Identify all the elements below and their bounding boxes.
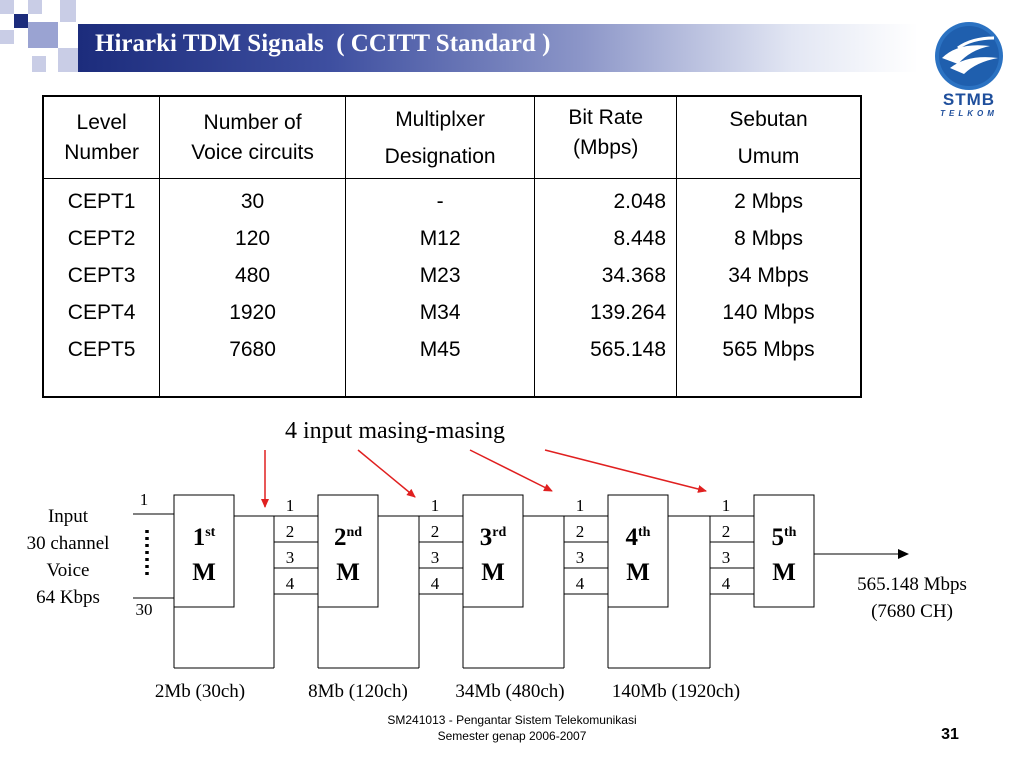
mux-label: 3rd — [480, 524, 507, 551]
annotation-arrow — [357, 449, 416, 498]
footer-course: SM241013 - Pengantar Sistem Telekomunika… — [387, 713, 637, 727]
footer-semester: Semester genap 2006-2007 — [437, 729, 587, 743]
header-voice-circuits: Number of Voice circuits — [159, 96, 346, 179]
mux-order-suffix: th — [638, 525, 651, 540]
mux-label: 4th — [626, 524, 651, 551]
header-sebutan-umum: Sebutan Umum — [676, 96, 862, 179]
mux-input-number: 2 — [576, 522, 585, 541]
column-bit-rate: 2.048 8.448 34.368 139.264 565.148 — [534, 178, 678, 397]
column-level: CEPT1 CEPT2 CEPT3 CEPT4 CEPT5 — [42, 178, 161, 397]
page-number: 31 — [941, 726, 959, 743]
mux-input-number: 2 — [722, 522, 731, 541]
mux-letter: M — [626, 559, 650, 586]
mux-input-number: 4 — [722, 574, 731, 593]
mux-order: 1 — [193, 524, 206, 551]
logo-name: STMB — [942, 90, 996, 109]
tdm-hierarchy-table: Level Number Number of Voice circuits Mu… — [42, 95, 862, 398]
mux-order: 3 — [480, 524, 493, 551]
input-description-line: Voice — [47, 560, 90, 581]
column-sebutan: 2 Mbps 8 Mbps 34 Mbps 140 Mbps 565 Mbps — [676, 178, 862, 397]
decor-square — [60, 0, 76, 22]
mux-order-suffix: nd — [346, 525, 362, 540]
mux-box — [607, 494, 669, 608]
header-multiplexer: Multiplxer Designation — [344, 96, 536, 179]
mux-input-number: 1 — [286, 496, 295, 515]
column-voice-circuits: 30 120 480 1920 7680 — [159, 178, 346, 397]
mux-order-suffix: st — [205, 525, 215, 540]
decor-square — [14, 0, 28, 14]
slide-footer: SM241013 - Pengantar Sistem Telekomunika… — [320, 712, 704, 744]
slide-title: Hirarki TDM Signals ( CCITT Standard ) — [95, 30, 551, 57]
mux-box — [462, 494, 524, 608]
header-bit-rate: Bit Rate (Mbps) — [534, 96, 678, 179]
input-label-last: 30 — [136, 600, 153, 619]
mux-letter: M — [772, 559, 796, 586]
tap-rate-label: 8Mb (120ch) — [308, 681, 408, 702]
mux-input-number: 1 — [576, 496, 585, 515]
mux-order: 4 — [626, 524, 639, 551]
tap-rate-label: 140Mb (1920ch) — [612, 681, 740, 702]
mux-box — [317, 494, 379, 608]
mux-input-number: 3 — [722, 548, 731, 567]
mux-box — [753, 494, 815, 608]
decor-square — [32, 56, 46, 72]
decor-square — [58, 48, 78, 72]
column-multiplexer: - M12 M23 M34 M45 — [344, 178, 536, 397]
mux-box — [173, 494, 235, 608]
table-body-row: CEPT1 CEPT2 CEPT3 CEPT4 CEPT5 30 120 480… — [42, 178, 862, 397]
mux-input-number: 3 — [286, 548, 295, 567]
mux-label: 2nd — [334, 524, 362, 551]
input-label-first: 1 — [140, 490, 149, 509]
mux-input-number: 1 — [722, 496, 731, 515]
mux-letter: M — [336, 559, 360, 586]
mux-input-number: 2 — [431, 522, 440, 541]
mux-input-number: 1 — [431, 496, 440, 515]
input-description-line: 64 Kbps — [36, 587, 100, 608]
mux-input-number: 4 — [286, 574, 295, 593]
title-bar — [78, 24, 918, 72]
logo-subtitle: TELKOM — [940, 109, 998, 118]
output-rate: 565.148 Mbps — [857, 574, 967, 595]
mux-label: 5th — [772, 524, 797, 551]
stmb-telkom-logo-icon — [935, 22, 1003, 90]
output-channels: (7680 CH) — [871, 601, 953, 622]
annotation-arrow — [544, 449, 707, 493]
table-header-row: Level Number Number of Voice circuits Mu… — [42, 96, 862, 179]
tap-rate-label: 34Mb (480ch) — [455, 681, 564, 702]
annotation-text: 4 input masing-masing — [285, 418, 505, 444]
mux-label: 1st — [193, 524, 216, 551]
input-description-line: Input — [48, 506, 89, 527]
mux-order: 5 — [772, 524, 785, 551]
mux-input-number: 4 — [431, 574, 440, 593]
input-description-line: 30 channel — [27, 533, 110, 554]
mux-input-number: 3 — [576, 548, 585, 567]
annotation-arrow — [469, 449, 553, 492]
decor-square — [28, 22, 58, 48]
decor-square — [28, 0, 42, 14]
mux-input-number: 3 — [431, 548, 440, 567]
decor-square — [14, 14, 28, 28]
mux-order-suffix: th — [784, 525, 797, 540]
tap-rate-label: 2Mb (30ch) — [155, 681, 245, 702]
mux-input-number: 4 — [576, 574, 585, 593]
mux-letter: M — [192, 559, 216, 586]
mux-order-suffix: rd — [492, 525, 506, 540]
mux-letter: M — [481, 559, 505, 586]
decor-square — [0, 0, 14, 14]
mux-input-number: 2 — [286, 522, 295, 541]
decor-square — [0, 30, 14, 44]
mux-order: 2 — [334, 524, 347, 551]
